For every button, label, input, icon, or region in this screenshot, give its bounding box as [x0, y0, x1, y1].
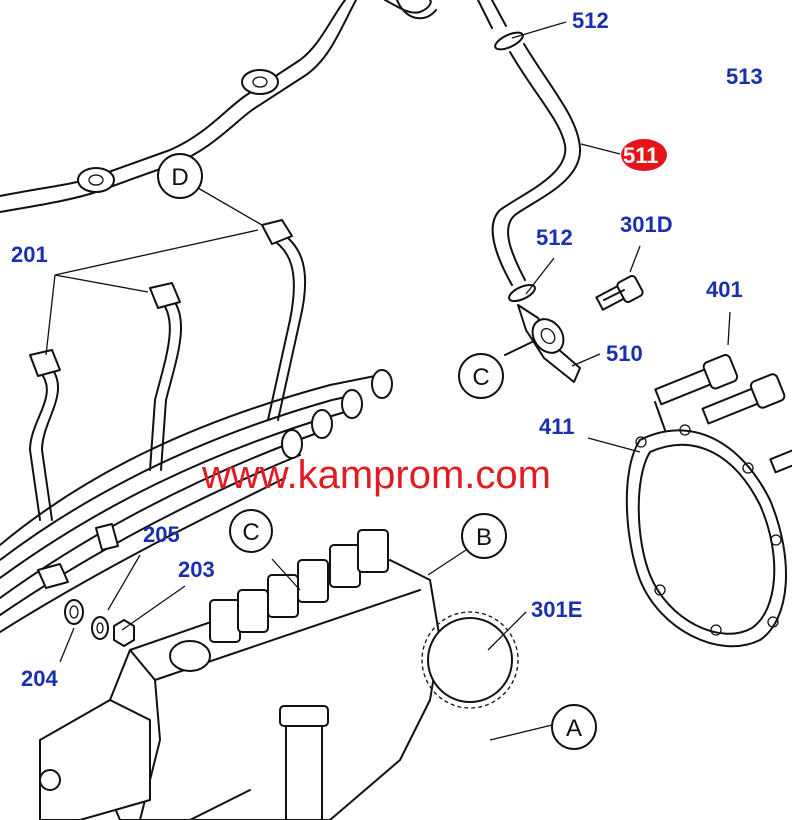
label-411[interactable]: 411 [539, 414, 575, 439]
label-512-top[interactable]: 512 [572, 8, 609, 33]
ref-marker-b-letter: B [476, 524, 492, 551]
banjo-bolt-301d [595, 275, 644, 311]
injection-pump [39, 529, 519, 820]
leak-off-hose-511 [477, 0, 582, 303]
ref-marker-c-upper-letter: C [472, 364, 489, 391]
ref-marker-c-lower-letter: C [242, 519, 259, 546]
label-510[interactable]: 510 [606, 341, 643, 366]
ref-marker-b: B [461, 513, 507, 559]
label-204[interactable]: 204 [21, 666, 58, 691]
washers-and-nut [37, 523, 135, 647]
label-201[interactable]: 201 [11, 242, 48, 267]
label-301d[interactable]: 301D [620, 212, 673, 237]
label-512-lower[interactable]: 512 [536, 225, 573, 250]
fuel-return-pipe-top [0, 0, 437, 213]
watermark-text: www.kamprom.com [201, 453, 551, 497]
ref-marker-c-upper: C [458, 353, 504, 399]
ref-marker-a-letter: A [566, 715, 582, 742]
label-205[interactable]: 205 [143, 522, 180, 547]
injection-pipes-201 [0, 219, 393, 633]
gasket-411 [625, 424, 787, 648]
label-511[interactable]: 511 [623, 143, 659, 168]
t-fitting-510 [504, 304, 581, 383]
ref-marker-d-letter: D [171, 164, 188, 191]
label-401[interactable]: 401 [706, 277, 743, 302]
label-203[interactable]: 203 [178, 557, 215, 582]
ref-marker-c-lower: C [229, 509, 273, 553]
ref-marker-d: D [157, 153, 203, 199]
label-301e[interactable]: 301E [531, 597, 582, 622]
mounting-bolts-401 [654, 354, 792, 474]
leader-lines [45, 21, 731, 741]
highlight-badge [621, 139, 667, 171]
label-513[interactable]: 513 [726, 64, 763, 89]
ref-marker-a: A [551, 704, 597, 750]
